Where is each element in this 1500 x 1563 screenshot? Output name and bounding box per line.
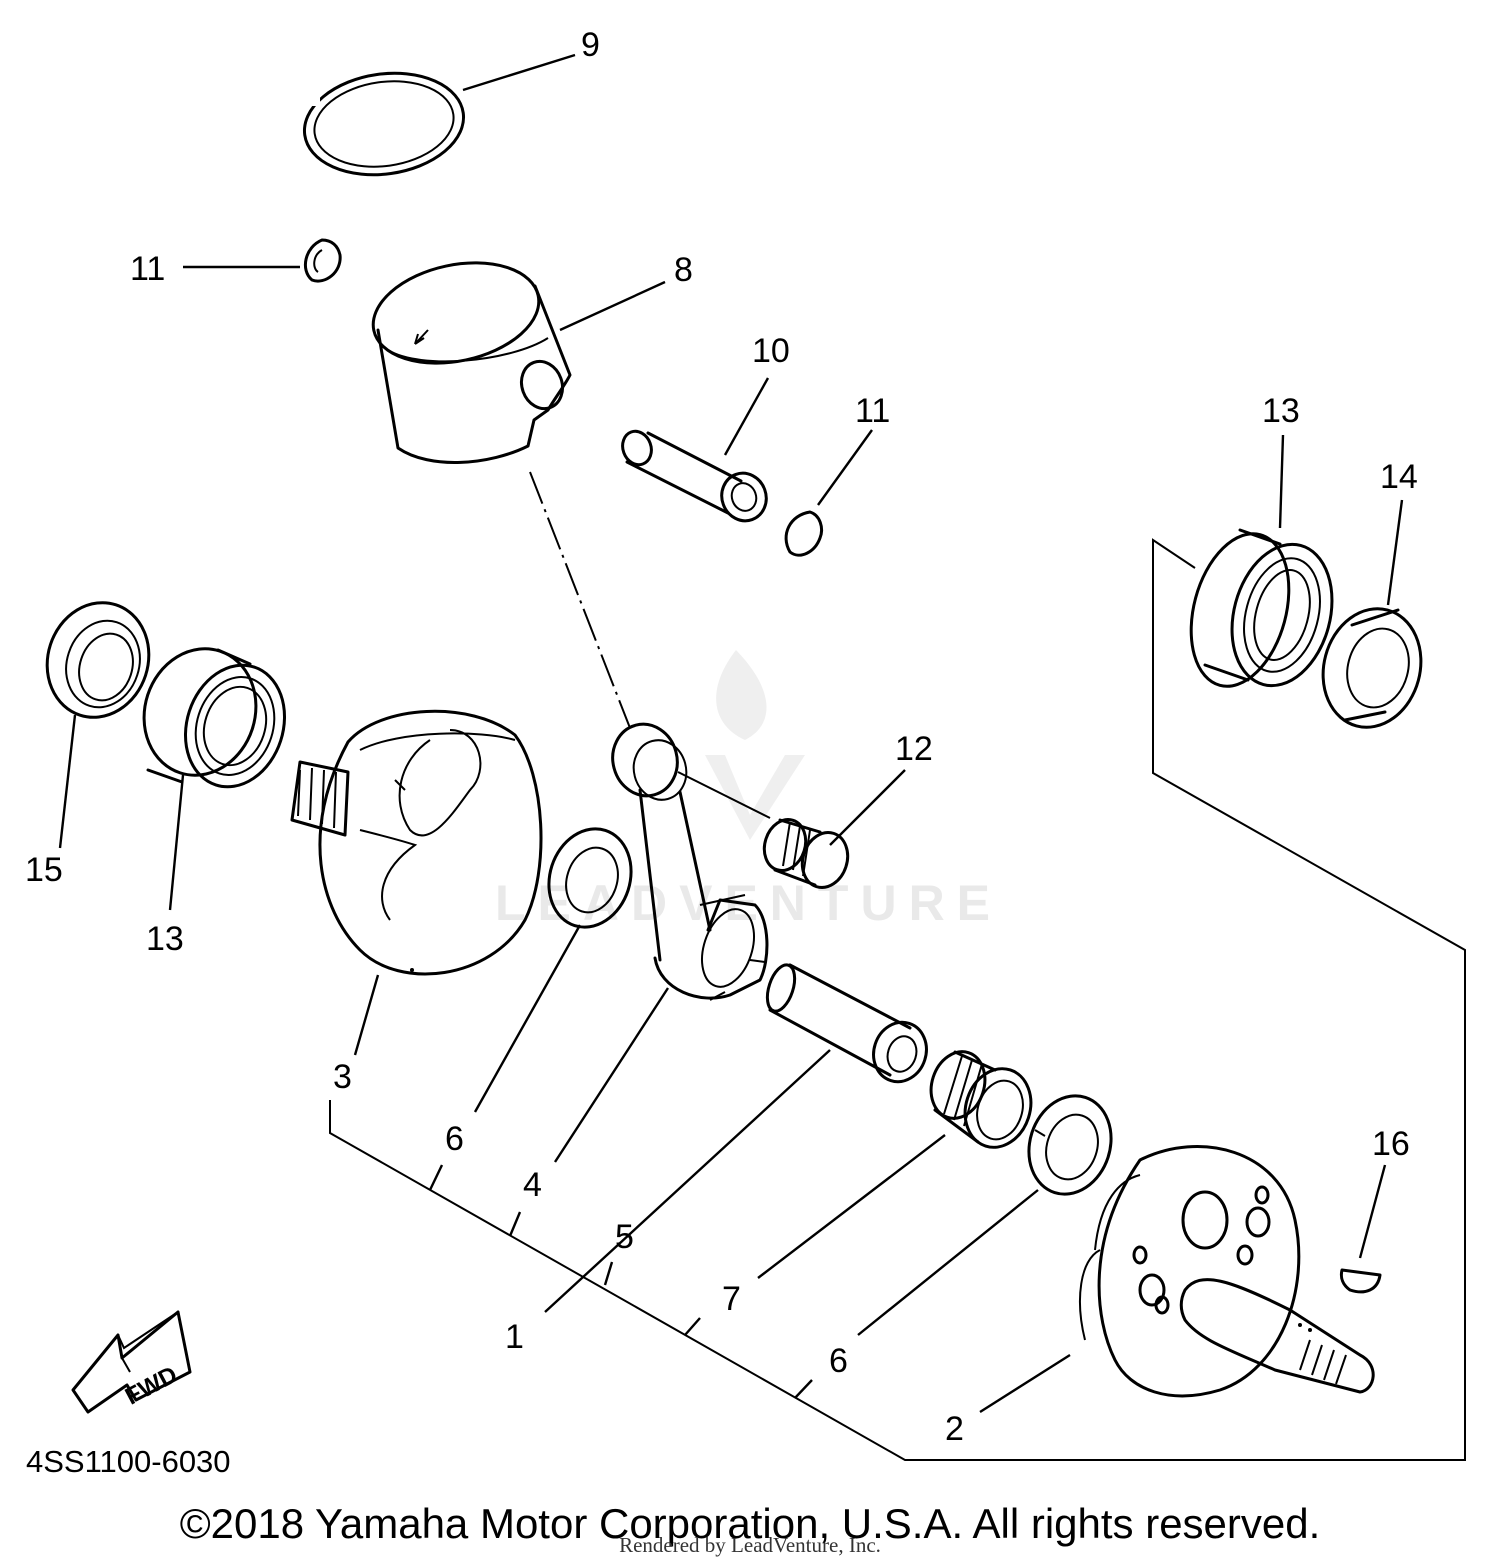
callout-11-top: 11: [130, 250, 165, 288]
callout-8: 8: [674, 251, 693, 289]
crank-pin-5[interactable]: [762, 961, 934, 1088]
connecting-rod-4[interactable]: [605, 717, 769, 1001]
big-end-bearing-7[interactable]: [923, 1045, 1041, 1156]
diagram-code: 4SS1100-6030: [26, 1444, 231, 1479]
callout-16: 16: [1372, 1125, 1410, 1163]
copyright-notice: ©2018 Yamaha Motor Corporation, U.S.A. A…: [179, 1500, 1321, 1547]
rendered-by-notice: Rendered by LeadVenture, Inc.: [619, 1533, 881, 1557]
woodruff-key-16[interactable]: [1339, 1268, 1382, 1294]
bearing-seal-bracket: [1152, 538, 1466, 1440]
callout-2: 2: [945, 1410, 964, 1448]
leader-lines: [58, 53, 1404, 1414]
bearing-13-left[interactable]: [128, 634, 300, 800]
crank-half-2[interactable]: [1079, 1145, 1375, 1398]
oil-seal-15[interactable]: [33, 589, 164, 730]
circlip-11-top[interactable]: [303, 238, 342, 283]
callout-4: 4: [523, 1166, 542, 1204]
callout-14: 14: [1380, 458, 1418, 496]
fwd-arrow-icon: FWD: [71, 1310, 192, 1414]
callout-5: 5: [615, 1218, 634, 1256]
callout-12: 12: [895, 730, 933, 768]
callout-6-right: 6: [829, 1342, 848, 1380]
small-end-bearing-12[interactable]: [758, 814, 855, 893]
callout-7: 7: [722, 1280, 741, 1318]
pin-axis-line: [677, 771, 771, 819]
callout-11-mid: 11: [855, 392, 890, 430]
callout-9: 9: [581, 26, 600, 64]
big-end-axis-line: [1034, 1129, 1046, 1137]
leadventure-watermark: LEADVENTURE: [495, 650, 990, 931]
callout-6-left: 6: [445, 1120, 464, 1158]
piston-8[interactable]: [364, 249, 572, 464]
piston-pin-10[interactable]: [618, 427, 773, 527]
crank-half-3[interactable]: [290, 709, 543, 976]
callout-10: 10: [752, 332, 790, 370]
piston-ring-9[interactable]: [298, 63, 470, 184]
thrust-washer-6-left[interactable]: [537, 818, 644, 938]
callouts: 9 11 8 10 11 13 14 12 15 13 3 6 4 5 1 7 …: [25, 26, 1418, 1448]
oil-seal-14[interactable]: [1310, 598, 1434, 739]
callout-13-left: 13: [146, 920, 184, 958]
piston-axis-line: [529, 471, 631, 729]
circlip-11-mid[interactable]: [784, 510, 824, 557]
thrust-washer-6-right[interactable]: [1017, 1085, 1124, 1205]
callout-3: 3: [333, 1058, 352, 1096]
callout-15: 15: [25, 851, 63, 889]
callout-13-right: 13: [1262, 392, 1300, 430]
fwd-label: FWD: [121, 1361, 182, 1410]
callout-1: 1: [505, 1318, 524, 1356]
crank-assembly-bracket: [329, 1100, 1466, 1461]
bearing-13-right[interactable]: [1175, 523, 1347, 697]
